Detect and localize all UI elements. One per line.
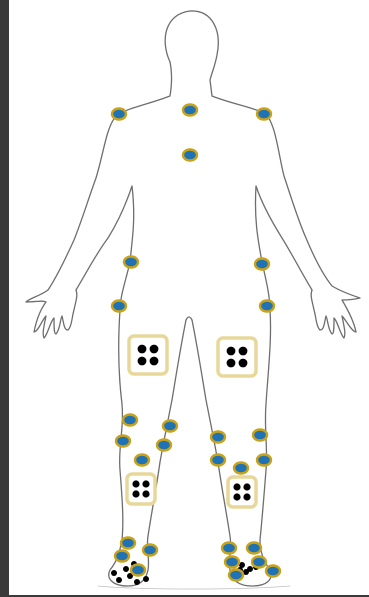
electrode-pad-right-thigh: [218, 338, 256, 376]
right-arm-outer: [266, 114, 360, 338]
pad-frame: [127, 474, 155, 504]
marker-right-calf-inner: [257, 455, 271, 466]
foot-dot: [111, 570, 117, 576]
left-arm-outer: [26, 116, 116, 338]
marker-left-elbow: [124, 257, 138, 268]
marker-right-knee-inner: [211, 432, 225, 443]
pad-contact-dot: [150, 345, 159, 354]
marker-left-foot: [131, 565, 145, 576]
pad-contact-dot: [142, 490, 149, 497]
foot-dot: [134, 579, 140, 585]
marker-right-toe: [229, 570, 243, 581]
pad-contact-dot: [233, 483, 240, 490]
crotch: [186, 317, 192, 320]
marker-right-foot: [266, 566, 280, 577]
marker-right-heel: [225, 557, 239, 568]
marker-right-wrist: [260, 301, 274, 312]
marker-right-ankle-outer: [247, 543, 261, 554]
marker-left-heel: [115, 551, 129, 562]
pad-contact-dot: [138, 357, 147, 366]
pad-contact-dot: [239, 359, 248, 368]
marker-right-knee-outer: [253, 430, 267, 441]
marker-left-shin: [157, 440, 171, 451]
marker-mid-back: [183, 150, 197, 161]
foot-dot: [116, 577, 122, 583]
head-left-side: [116, 62, 172, 116]
pad-contact-dot: [142, 480, 149, 487]
pad-contact-dot: [239, 347, 248, 356]
foot-dot: [143, 576, 149, 582]
right-arm-inner: [255, 186, 312, 310]
electrode-pad-left-thigh: [129, 336, 167, 374]
marker-left-knee-lower: [116, 436, 130, 447]
pad-contact-dot: [150, 357, 159, 366]
pad-contact-dot: [132, 480, 139, 487]
marker-left-knee-inner: [163, 421, 177, 432]
marker-right-shoulder: [257, 109, 271, 120]
pad-contact-dot: [138, 345, 147, 354]
pad-frame: [218, 338, 256, 376]
marker-left-calf: [135, 455, 149, 466]
marker-left-knee-outer: [123, 415, 137, 426]
left-arm-inner: [76, 186, 134, 310]
pad-contact-dot: [233, 493, 240, 500]
marker-right-shin: [211, 455, 225, 466]
marker-right-elbow: [255, 259, 269, 270]
electrode-pad-left-shin-pad: [127, 474, 155, 504]
pad-contact-dot: [227, 359, 236, 368]
marker-left-shoulder: [112, 109, 126, 120]
marker-neck-base: [183, 105, 197, 116]
marker-left-ankle-outer: [121, 538, 135, 549]
marker-right-ankle-inner: [222, 543, 236, 554]
pad-contact-dot: [243, 483, 250, 490]
marker-left-wrist: [112, 301, 126, 312]
electrode-pad-right-shin-pad: [228, 477, 256, 507]
head-outline: [165, 11, 266, 114]
marker-left-ankle-inner: [143, 545, 157, 556]
pad-frame: [228, 477, 256, 507]
marker-right-foot-inner: [252, 557, 266, 568]
foot-dot: [123, 566, 129, 572]
pad-frame: [129, 336, 167, 374]
marker-right-calf: [234, 463, 248, 474]
pad-contact-dot: [243, 493, 250, 500]
pad-contact-dot: [132, 490, 139, 497]
pad-contact-dot: [227, 347, 236, 356]
